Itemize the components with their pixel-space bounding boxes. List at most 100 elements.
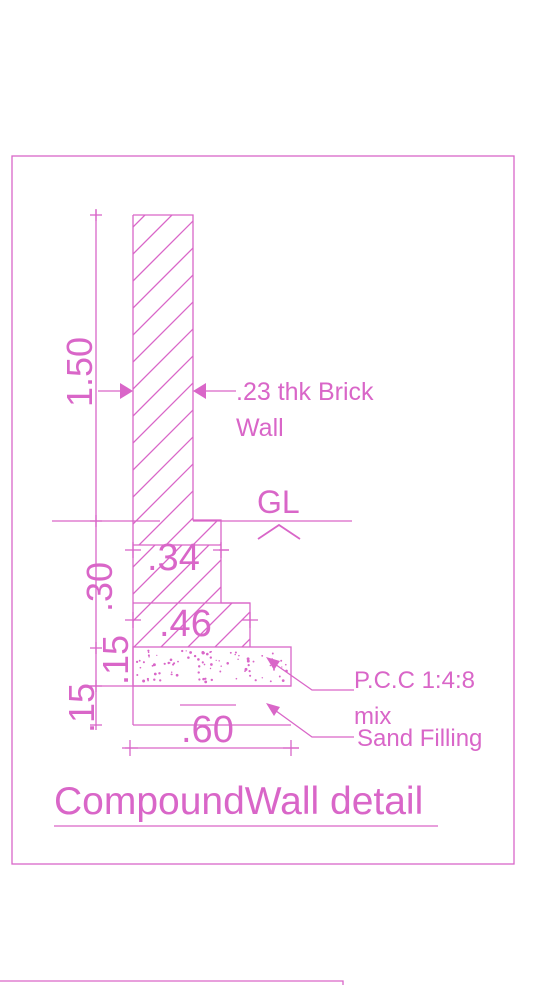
pcc-aggregate-dot: [147, 654, 150, 657]
pcc-aggregate-dot: [209, 667, 212, 670]
pcc-aggregate-dot: [147, 679, 149, 682]
pcc-label-2: mix: [354, 703, 391, 730]
pcc-aggregate-dot: [169, 658, 173, 662]
pcc-aggregate-dot: [198, 678, 201, 681]
pcc-leader: [271, 661, 354, 691]
pcc-aggregate-dot: [202, 677, 205, 681]
pcc-aggregate-dot: [138, 659, 141, 662]
pcc-aggregate-dot: [218, 660, 220, 662]
pcc-aggregate-dot: [220, 665, 222, 667]
pcc-aggregate-dot: [201, 651, 205, 654]
pcc-aggregate-dot: [204, 680, 208, 684]
pcc-aggregate-dot: [193, 654, 197, 658]
pcc-aggregate-dot: [146, 677, 150, 681]
pcc-aggregate-dot: [261, 654, 264, 657]
sand-leader-arrow-icon: [266, 703, 280, 716]
pcc-aggregate-dot: [156, 654, 158, 657]
pcc-aggregate-dot: [248, 670, 251, 673]
pcc-aggregate-dot: [234, 651, 237, 654]
pcc-aggregate-dot: [175, 673, 179, 677]
next-drawing-frame: [0, 980, 344, 985]
pcc-aggregate-dot: [203, 663, 206, 666]
brick-wall-label-1: .23 thk Brick: [236, 378, 374, 406]
drawing-frame: [11, 155, 515, 865]
pcc-aggregate-dot: [246, 657, 250, 661]
brick-wall-outline: [133, 214, 251, 647]
pcc-aggregate-dot: [209, 651, 212, 654]
dim-30-label: .30: [79, 562, 120, 612]
arrow-right-icon: [120, 383, 133, 399]
brick-wall-label-2: Wall: [236, 414, 284, 442]
drawing-title: CompoundWall detail: [54, 780, 423, 823]
pcc-aggregate-dot: [254, 679, 257, 682]
sand-leader: [271, 707, 354, 738]
dim-15-upper-label: .15: [95, 635, 136, 685]
pcc-aggregate-dot: [209, 656, 212, 659]
pcc-aggregate-dot: [136, 673, 139, 677]
wall-height-label: 1.50: [59, 337, 100, 407]
pcc-aggregate-dot: [197, 671, 200, 674]
pcc-aggregate-dot: [185, 650, 187, 652]
step2-width-label: .46: [159, 603, 212, 645]
pcc-aggregate-dot: [269, 680, 272, 683]
pcc-aggregate-dot: [142, 679, 146, 683]
pcc-aggregate-dot: [151, 664, 154, 667]
pcc-aggregate-dot: [170, 673, 173, 676]
pcc-aggregate-dot: [189, 651, 192, 654]
pcc-aggregate-dot: [167, 661, 170, 665]
pcc-aggregate-dot: [261, 677, 264, 679]
pcc-aggregate-dot: [210, 663, 213, 666]
sand-filling-label: Sand Filling: [357, 725, 482, 752]
pcc-aggregate-dot: [237, 658, 239, 661]
pcc-aggregate-dot: [229, 651, 232, 654]
pcc-aggregate-dot: [281, 679, 285, 682]
pcc-aggregate-dot: [204, 677, 207, 680]
pcc-aggregate-dot: [163, 662, 166, 665]
pcc-aggregate-dot: [153, 678, 156, 681]
ground-level-label: GL: [257, 484, 300, 520]
pcc-aggregate-dot: [205, 652, 209, 656]
pcc-aggregate-dot: [234, 653, 236, 656]
pcc-aggregate-dot: [249, 674, 252, 677]
pcc-aggregate-dot: [238, 654, 240, 657]
pcc-aggregate-dot: [148, 656, 150, 658]
pcc-aggregate-dot: [147, 651, 150, 654]
pcc-aggregate-dot: [278, 675, 281, 678]
pcc-aggregate-dot: [181, 649, 184, 653]
pcc-aggregate-dot: [226, 662, 229, 665]
pcc-aggregate-dot: [219, 670, 222, 673]
base-width-label: .60: [181, 709, 234, 751]
pcc-dots: [135, 649, 288, 684]
pcc-aggregate-dot: [147, 649, 150, 652]
dim-15-lower-label: .15: [61, 683, 102, 733]
pcc-aggregate-dot: [235, 677, 238, 680]
pcc-aggregate-dot: [215, 659, 217, 662]
pcc-aggregate-dot: [187, 656, 190, 659]
pcc-aggregate-dot: [173, 662, 176, 665]
pcc-aggregate-dot: [197, 665, 201, 668]
pcc-aggregate-dot: [152, 663, 156, 667]
pcc-aggregate-dot: [280, 659, 283, 662]
pcc-aggregate-dot: [169, 662, 171, 664]
pcc-aggregate-dot: [170, 671, 173, 673]
pcc-aggregate-dot: [252, 660, 255, 663]
pcc-aggregate-dot: [177, 660, 179, 663]
pcc-leader-arrow-icon: [266, 657, 280, 670]
pcc-aggregate-dot: [247, 664, 250, 667]
pcc-aggregate-dot: [284, 663, 287, 666]
pcc-aggregate-dot: [197, 658, 200, 661]
gl-chevron-icon: [257, 523, 301, 540]
pcc-aggregate-dot: [210, 678, 214, 682]
pcc-aggregate-dot: [281, 666, 283, 668]
pcc-aggregate-dot: [269, 664, 272, 667]
pcc-aggregate-dot: [139, 666, 142, 669]
pcc-aggregate-dot: [201, 661, 204, 664]
pcc-aggregate-dot: [159, 679, 162, 682]
step-dimension-ticks: [125, 542, 258, 628]
pcc-aggregate-dot: [153, 672, 157, 676]
pcc-aggregate-dot: [135, 660, 139, 664]
pcc-aggregate-dot: [246, 659, 250, 663]
pcc-aggregate-dot: [158, 672, 161, 675]
pcc-aggregate-dot: [142, 661, 145, 664]
